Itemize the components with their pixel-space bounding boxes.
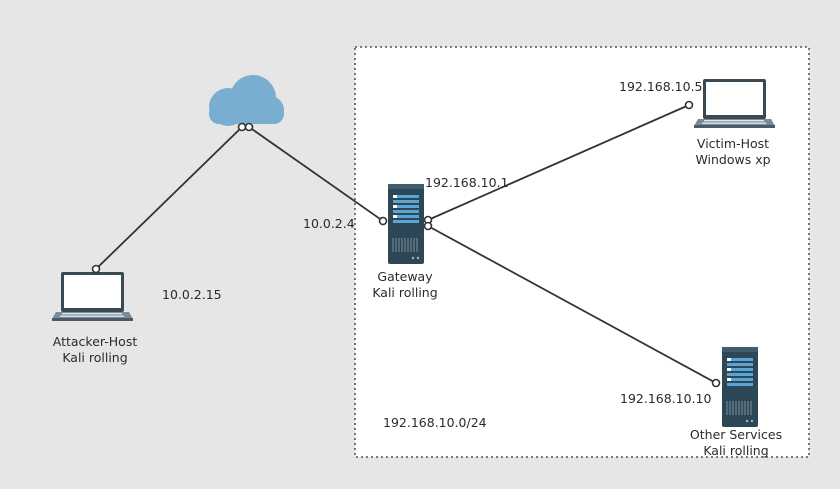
gateway-external-ip-label: 10.0.2.4	[303, 216, 355, 231]
victim-laptop-icon	[694, 79, 775, 128]
victim-host-label: Victim-Host Windows xp	[695, 136, 770, 168]
endpoint-attacker	[91, 264, 101, 274]
link-attacker-cloud	[95, 126, 243, 270]
endpoint-cloud-left	[237, 122, 247, 132]
gateway-server-icon	[388, 184, 424, 264]
link-gateway-victim	[427, 104, 690, 221]
subnet-label: 192.168.10.0/24	[383, 415, 487, 430]
gateway-os: Kali rolling	[372, 285, 438, 300]
other-services-name: Other Services	[689, 427, 783, 442]
endpoint-victim	[684, 100, 694, 110]
gateway-internal-ip-label: 192.168.10.1	[425, 175, 509, 190]
link-cloud-gateway	[248, 126, 384, 222]
attacker-laptop-icon	[52, 272, 133, 321]
cloud-icon	[209, 75, 284, 126]
victim-host-name: Victim-Host	[696, 136, 770, 151]
other-services-ip-label: 192.168.10.10	[620, 391, 712, 406]
attacker-host-os: Kali rolling	[62, 350, 128, 365]
gateway-label: Gateway Kali rolling	[372, 269, 437, 301]
links	[95, 104, 717, 384]
other-services-os: Kali rolling	[703, 443, 769, 458]
victim-ip-label: 192.168.10.5	[619, 79, 703, 94]
endpoint-gateway-internal-2	[423, 221, 433, 231]
attacker-ip-label: 10.0.2.15	[162, 287, 222, 302]
attacker-host-name: Attacker-Host	[52, 334, 138, 349]
link-endpoints	[91, 100, 721, 388]
endpoint-other	[711, 378, 721, 388]
other-services-label: Other Services Kali rolling	[690, 427, 782, 459]
gateway-name: Gateway	[377, 269, 433, 284]
victim-host-os: Windows xp	[695, 152, 771, 167]
attacker-host-label: Attacker-Host Kali rolling	[53, 334, 137, 366]
endpoint-gateway-external	[378, 216, 388, 226]
endpoint-cloud-right	[244, 122, 254, 132]
link-gateway-other	[427, 225, 717, 384]
other-services-server-icon	[722, 347, 758, 427]
